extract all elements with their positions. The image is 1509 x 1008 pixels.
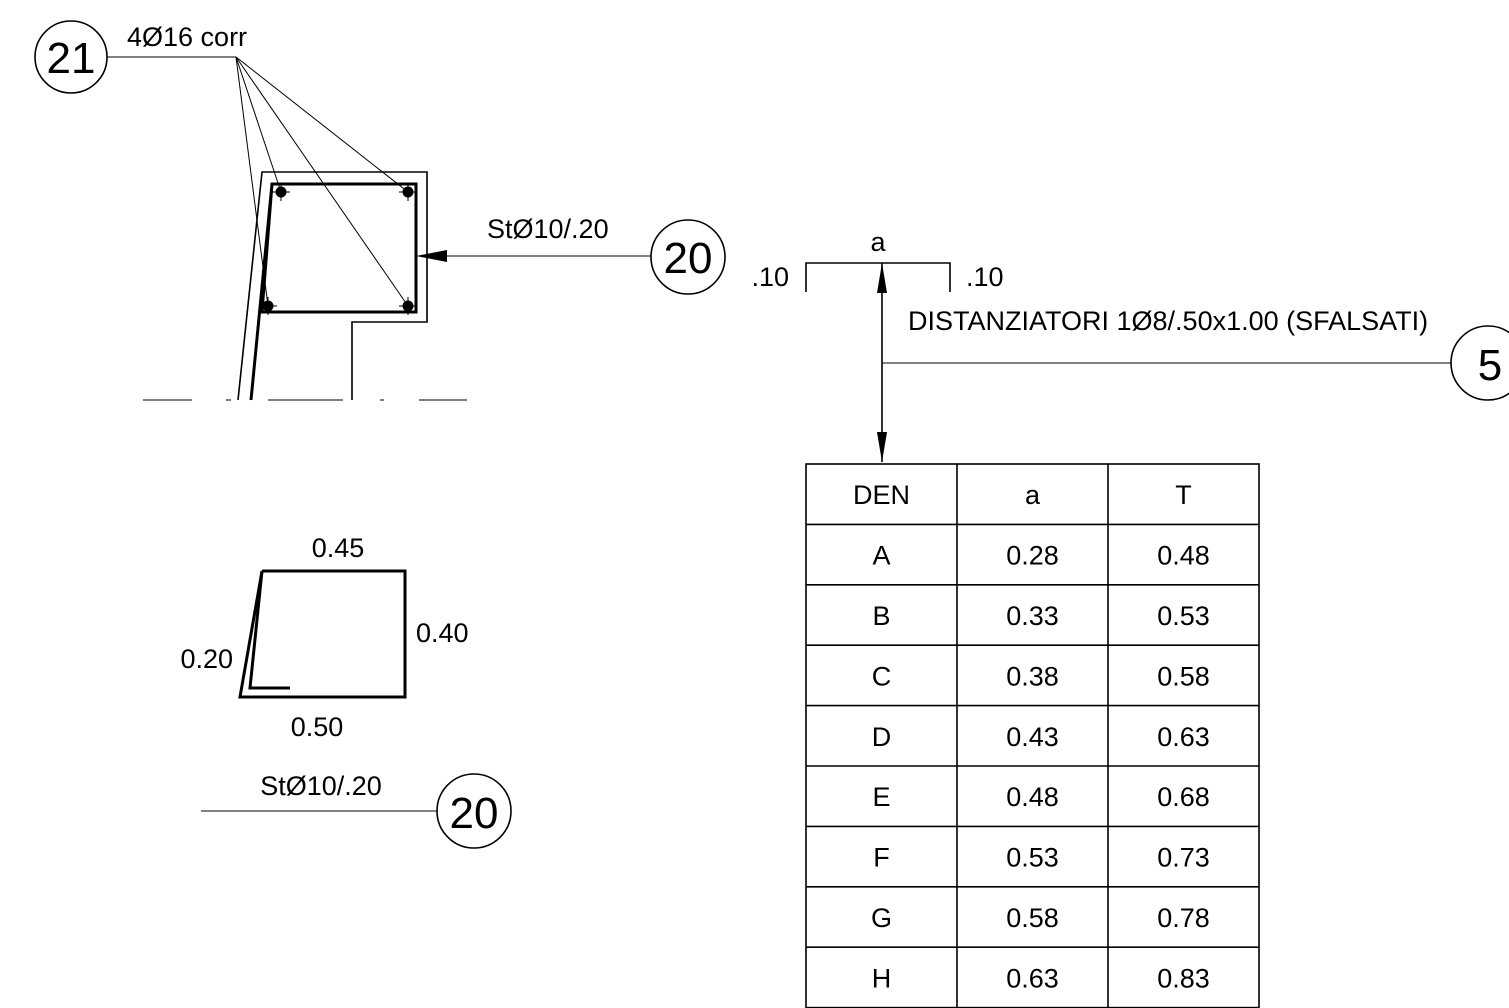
dim-right: 0.40 xyxy=(416,618,469,648)
leader-to-bar xyxy=(235,56,409,307)
stirrup-shape xyxy=(238,569,407,699)
table-cell: E xyxy=(872,782,890,812)
table-cell: 0.83 xyxy=(1157,963,1210,993)
mark-bubble-20b xyxy=(436,773,512,849)
table-cell: 0.48 xyxy=(1157,541,1210,571)
stirrup-label: StØ10/.20 xyxy=(487,214,609,244)
mark-bubble-5 xyxy=(1450,325,1509,401)
stirrup-outline xyxy=(249,182,418,401)
arrow-down-icon xyxy=(877,432,887,462)
table-cell: D xyxy=(872,722,892,752)
table-header-cell: T xyxy=(1175,480,1192,510)
spacer-right-leg: .10 xyxy=(966,262,1004,292)
leader-to-bar xyxy=(235,56,409,193)
stirrup-hook xyxy=(248,570,290,690)
beam-section-detail: 21 4Ø16 corr xyxy=(34,20,726,401)
mark-20b-number: 20 xyxy=(450,789,499,838)
table-cell: 0.58 xyxy=(1157,661,1210,691)
dim-bottom: 0.50 xyxy=(291,712,344,742)
table-cell: 0.28 xyxy=(1006,541,1059,571)
table-cell: H xyxy=(872,963,892,993)
dim-top: 0.45 xyxy=(312,533,365,563)
table-header-cell: DEN xyxy=(853,480,910,510)
spacer-shape xyxy=(805,262,951,292)
mark-bubble-20 xyxy=(650,219,726,295)
table-cell: 0.63 xyxy=(1157,722,1210,752)
mark-20-number: 20 xyxy=(664,234,713,283)
rebar-dots xyxy=(259,183,417,315)
longitudinal-bars-label: 4Ø16 corr xyxy=(127,22,247,52)
table-cell: 0.43 xyxy=(1006,722,1059,752)
table-cell: G xyxy=(871,903,892,933)
dim-hook: 0.20 xyxy=(180,644,233,674)
spacer-label: DISTANZIATORI 1Ø8/.50x1.00 (SFALSATI) xyxy=(908,306,1428,336)
table-cell: 0.63 xyxy=(1006,963,1059,993)
table-cell: 0.68 xyxy=(1157,782,1210,812)
table-cell: 0.73 xyxy=(1157,843,1210,873)
table-cell: 0.33 xyxy=(1006,601,1059,631)
table-header-cell: a xyxy=(1025,480,1041,510)
arrow-up-icon xyxy=(877,263,887,293)
table-cell: 0.53 xyxy=(1157,601,1210,631)
table-cell: 0.38 xyxy=(1006,661,1059,691)
table-cell: 0.78 xyxy=(1157,903,1210,933)
mark-5-number: 5 xyxy=(1478,341,1502,390)
concrete-outline xyxy=(237,171,428,401)
mark-21-number: 21 xyxy=(47,34,96,83)
leader-to-bar xyxy=(235,56,282,193)
stirrup-shape-detail: 0.45 0.40 0.50 0.20 StØ10/.20 20 xyxy=(180,533,512,849)
spacer-left-leg: .10 xyxy=(751,262,789,292)
spacer-detail: a .10 .10 DISTANZIATORI 1Ø8/.50x1.00 (SF… xyxy=(751,227,1509,462)
arrowhead-icon xyxy=(416,250,447,262)
stirrup-shape-label: StØ10/.20 xyxy=(260,771,382,801)
table-cell: 0.58 xyxy=(1006,903,1059,933)
table-cell: 0.53 xyxy=(1006,843,1059,873)
table-cell: A xyxy=(872,541,890,571)
spacer-dim-a: a xyxy=(870,227,886,257)
table-cell: C xyxy=(872,661,892,691)
table-cell: 0.48 xyxy=(1006,782,1059,812)
table-cell: F xyxy=(873,843,890,873)
table-cell: B xyxy=(872,601,890,631)
